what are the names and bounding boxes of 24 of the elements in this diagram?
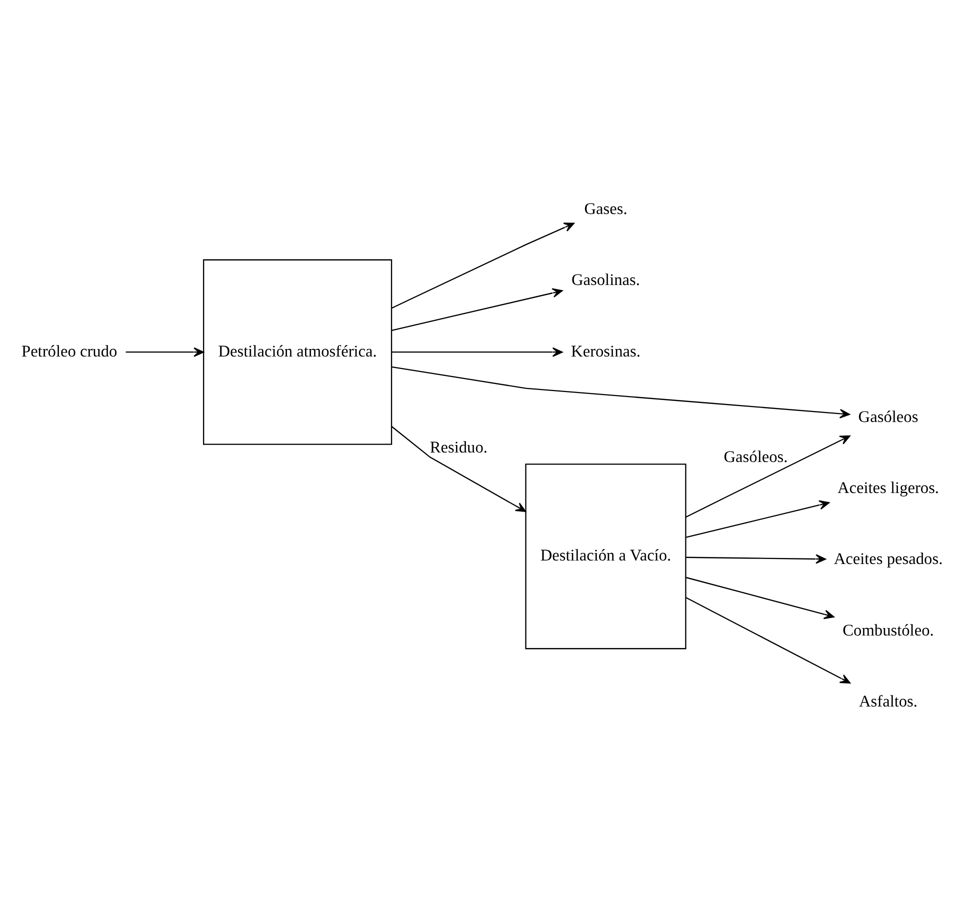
node-text: Petróleo crudo: [21, 340, 118, 360]
arrow: [686, 576, 834, 619]
edge-label: Gasóleos.: [724, 446, 788, 466]
node-text: Aceites pesados.: [834, 548, 943, 568]
arrow: [686, 596, 851, 684]
arrow: [392, 366, 850, 418]
arrow: [686, 500, 830, 538]
arrow: [392, 288, 563, 331]
node-text: Kerosinas.: [571, 340, 640, 360]
arrow: [126, 346, 204, 356]
arrow: [391, 426, 526, 512]
node-text: Gasóleos: [858, 406, 918, 426]
arrow: [686, 554, 826, 564]
edge-label: Residuo.: [430, 437, 488, 456]
node-text: Aceites ligeros.: [837, 478, 940, 497]
arrow: [686, 434, 850, 518]
node-text: Asfaltos.: [858, 691, 918, 710]
node-text: Combustóleo.: [842, 620, 934, 639]
node-text: Gasolinas.: [572, 270, 640, 289]
node-box: Destilación atmosférica.: [203, 258, 392, 444]
arrow: [392, 346, 563, 356]
arrow: [391, 222, 574, 308]
node-text: Gases.: [584, 198, 628, 218]
node-box: Destilación a Vacío.: [525, 463, 686, 649]
